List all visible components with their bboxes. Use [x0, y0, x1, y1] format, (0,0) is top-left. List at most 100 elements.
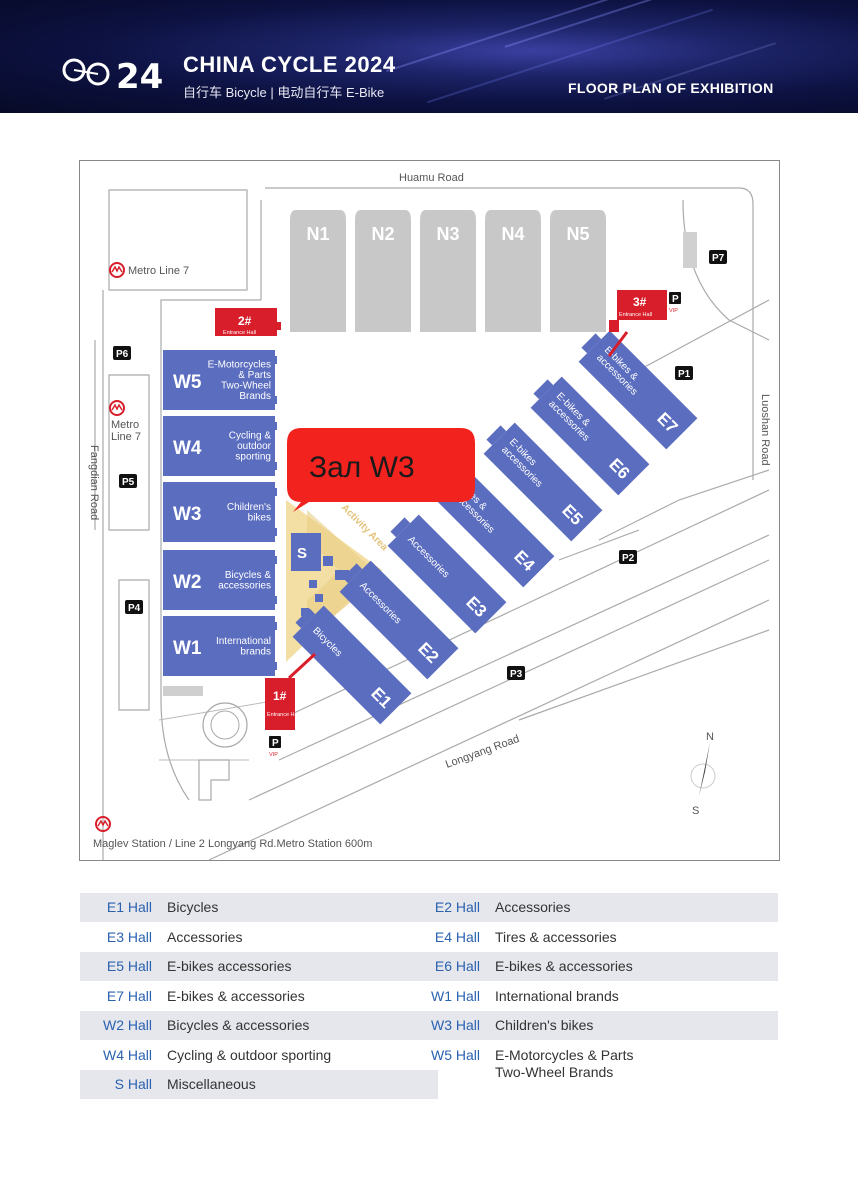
metro-icon-top — [109, 262, 125, 278]
legend-hall-desc: Cycling & outdoor sporting — [167, 1046, 332, 1063]
legend-hall-desc: Accessories — [495, 899, 571, 915]
west-hall-desc: Bicycles &accessories — [218, 570, 271, 592]
floor-plan-map: .road { fill:none; stroke:#aaaaaa; strok… — [79, 160, 780, 861]
legend-stripe — [80, 1011, 778, 1040]
brand-title: CHINA CYCLE 2024 — [183, 52, 396, 77]
legend-row: S Hall Miscellaneous — [80, 1076, 440, 1105]
north-hall-label: N5 — [566, 224, 589, 244]
legend-hall-desc: E-bikes & accessories — [167, 987, 305, 1004]
east-hall-e5: E5E-bikesaccessories — [483, 422, 603, 542]
legend-hall-desc: E-Motorcycles & Parts Two-Wheel Brands — [495, 1046, 634, 1080]
legend-hall-id: E5 Hall — [106, 958, 152, 974]
svg-text:VIP: VIP — [269, 752, 278, 758]
legend-hall-desc: Bicycles — [167, 899, 219, 915]
legend-hall-desc: Accessories — [167, 928, 243, 945]
s-hall-label: S — [297, 545, 307, 562]
north-hall-n2: N2 — [355, 210, 411, 332]
legend-row: E5 Hall E-bikes accessories — [80, 958, 440, 987]
road-label-east: Luoshan Road — [759, 394, 771, 466]
svg-text:P: P — [272, 738, 279, 749]
parking-vip-3: P VIP — [669, 292, 681, 314]
west-hall-id: W1 — [173, 638, 202, 659]
entrance-1-label: Entrance Hall — [267, 712, 300, 718]
legend-stripe — [80, 1070, 438, 1099]
floor-plan-title: FLOOR PLAN OF EXHIBITION — [568, 80, 774, 96]
legend-hall-id: E2 Hall — [434, 899, 480, 915]
legend-row: W5 Hall E-Motorcycles & Parts Two-Wheel B… — [408, 1046, 768, 1080]
entrance-1: 1# Entrance Hall — [265, 652, 317, 730]
metro-icon-side — [109, 400, 125, 416]
svg-text:P7: P7 — [712, 253, 725, 264]
legend-hall-id: W3 Hall — [430, 1017, 480, 1033]
callout-bubble: Зал W3 — [287, 428, 475, 512]
compass-north: N — [706, 731, 714, 743]
north-halls: N1 N2 N3 N4 N5 — [290, 210, 606, 332]
legend-row: W4 Hall Cycling & outdoor sporting — [80, 1047, 440, 1076]
parking-p2: P2 — [619, 550, 637, 564]
legend-hall-id: W2 Hall — [102, 1017, 152, 1033]
legend-hall-desc: Miscellaneous — [167, 1076, 256, 1092]
north-hall-label: N2 — [371, 224, 394, 244]
legend-row: E7 Hall E-bikes & accessories — [80, 988, 440, 1017]
parking-p3: P3 — [507, 666, 525, 680]
svg-text:P4: P4 — [128, 603, 141, 614]
legend-row: E2 Hall Accessories — [408, 899, 768, 928]
compass-icon: N S — [690, 731, 716, 817]
parking-p5: P5 — [119, 474, 137, 488]
parking-p4: P4 — [125, 600, 143, 614]
legend-hall-id: W4 Hall — [102, 1046, 152, 1063]
legend-hall-desc: Children's bikes — [495, 1017, 594, 1033]
svg-text:VIP: VIP — [669, 308, 678, 314]
legend-hall-id: E1 Hall — [106, 899, 152, 915]
legend-hall-desc: Tires & accessories — [495, 928, 617, 945]
parking-p6: P6 — [113, 346, 131, 360]
entrance-2-id: 2# — [238, 314, 252, 328]
north-hall-n3: N3 — [420, 210, 476, 332]
legend-hall-id: S Hall — [114, 1076, 152, 1092]
legend-hall-id: E7 Hall — [106, 987, 152, 1004]
compass-south: S — [692, 805, 699, 817]
entrance-3: 3# Entrance Hall — [607, 290, 667, 357]
china-cycle-logo: 24 — [62, 57, 163, 96]
legend-hall-id: E4 Hall — [434, 928, 480, 945]
west-hall-id: W3 — [173, 504, 202, 525]
legend-hall-desc: E-bikes & accessories — [495, 958, 633, 974]
entrance-1-id: 1# — [273, 689, 287, 703]
entrance-2-label: Entrance Hall — [223, 330, 256, 336]
legend-hall-id: W5 Hall — [430, 1046, 480, 1063]
entrance-2: 2# Entrance Hall — [215, 308, 281, 336]
north-hall-label: N4 — [501, 224, 524, 244]
parking-vip-1: P VIP — [269, 736, 281, 758]
metro-line7-top-label: Metro Line 7 — [128, 265, 189, 277]
north-hall-label: N3 — [436, 224, 459, 244]
svg-text:P1: P1 — [678, 369, 691, 380]
legend-hall-desc: E-bikes accessories — [167, 958, 292, 974]
brand-subtitle: 自行车 Bicycle | 电动自行车 E-Bike — [183, 85, 385, 100]
svg-text:P2: P2 — [622, 553, 635, 564]
metro-icon-maglev — [95, 816, 111, 832]
north-hall-label: N1 — [306, 224, 329, 244]
svg-text:P3: P3 — [510, 669, 523, 680]
logo-mark-text: 24 — [116, 57, 163, 96]
legend-stripe — [80, 893, 778, 922]
legend-hall-desc: International brands — [495, 987, 619, 1004]
legend-row: W3 Hall Children's bikes — [408, 1017, 768, 1046]
svg-text:P6: P6 — [116, 349, 129, 360]
